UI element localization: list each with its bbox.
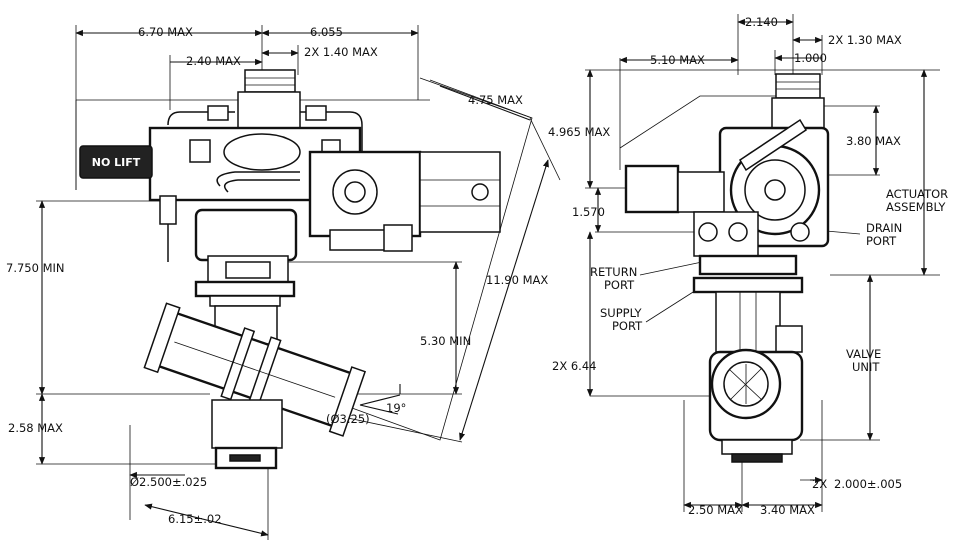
dim-height-min: 7.750 MIN xyxy=(6,261,65,275)
top-port-body xyxy=(237,91,301,131)
dim-port-spacing: 2X xyxy=(812,477,827,491)
right-top-port-cap xyxy=(775,73,821,99)
dim-diagonal-length: 11.90 MAX xyxy=(486,273,548,287)
label-drain-port-1: DRAIN xyxy=(866,221,902,235)
dim-box-height: 3.80 MAX xyxy=(846,134,901,148)
dim-actuator-width: 4.75 MAX xyxy=(468,93,523,107)
dim-half-width: 5.10 MAX xyxy=(650,53,705,67)
label-supply-port-2: PORT xyxy=(612,319,643,333)
label-return-port-2: PORT xyxy=(604,278,635,292)
left-dimension-lines xyxy=(38,29,561,540)
dim-offset: 2.40 MAX xyxy=(186,54,241,68)
dim-port-size: 1.000 xyxy=(794,51,827,65)
tilted-valve xyxy=(143,302,367,437)
left-view: NO LIFT xyxy=(6,25,561,540)
label-actuator-assembly-1: ACTUATOR xyxy=(886,187,948,201)
label-return-port-1: RETURN xyxy=(590,265,637,279)
right-solenoid xyxy=(624,164,680,214)
right-valve-body xyxy=(624,73,830,463)
left-labels: 6.70 MAX 6.055 2.40 MAX 2X 1.40 MAX 4.75… xyxy=(6,25,548,526)
dim-vertical-min: 5.30 MIN xyxy=(420,334,471,348)
label-valve-unit-1: VALVE xyxy=(846,347,881,361)
label-valve-unit-2: UNIT xyxy=(852,360,880,374)
dim-bore: (Ø3.25) xyxy=(326,412,370,426)
dim-flange-span: 6.15±.02 xyxy=(168,512,222,526)
label-supply-port-1: SUPPLY xyxy=(600,306,642,320)
no-lift-label: NO LIFT xyxy=(92,156,141,169)
dim-overall-height: 2X 6.44 xyxy=(552,359,596,373)
dim-actuator-height: 4.965 MAX xyxy=(548,125,610,139)
dim-right-offset: 1.570 xyxy=(572,205,605,219)
dim-port-width: 2X 1.40 MAX xyxy=(304,45,378,59)
top-port-cap xyxy=(244,69,296,93)
right-actuator-lever xyxy=(738,118,808,172)
no-lift-handle xyxy=(79,145,153,179)
right-dimension-lines xyxy=(586,18,928,509)
dim-right-port-width: 2X 1.30 MAX xyxy=(828,33,902,47)
right-labels: 2.140 2X 1.30 MAX 5.10 MAX 1.000 4.965 M… xyxy=(548,15,948,517)
solenoid-block xyxy=(194,208,298,262)
dim-bottom-left: 2.50 MAX xyxy=(688,503,743,517)
label-drain-port-2: PORT xyxy=(866,234,897,248)
dim-top-width: 2.140 xyxy=(745,15,778,29)
manifold-dome xyxy=(223,133,301,171)
dim-bottom-right: 3.40 MAX xyxy=(760,503,815,517)
dim-port-center-right: 2.000±.005 xyxy=(834,477,902,491)
dim-port-center: 6.055 xyxy=(310,25,343,39)
dim-bottom-max: 2.58 MAX xyxy=(8,421,63,435)
stem-flange-top xyxy=(194,280,296,298)
dim-flange-dia: Ø2.500±.025 xyxy=(130,475,207,489)
label-actuator-assembly-2: ASSEMBLY xyxy=(886,200,946,214)
dim-overall-width: 6.70 MAX xyxy=(138,25,193,39)
dim-angle: 19° xyxy=(386,401,406,415)
left-valve-body: NO LIFT xyxy=(79,69,501,470)
right-view: 2.140 2X 1.30 MAX 5.10 MAX 1.000 4.965 M… xyxy=(548,14,948,517)
